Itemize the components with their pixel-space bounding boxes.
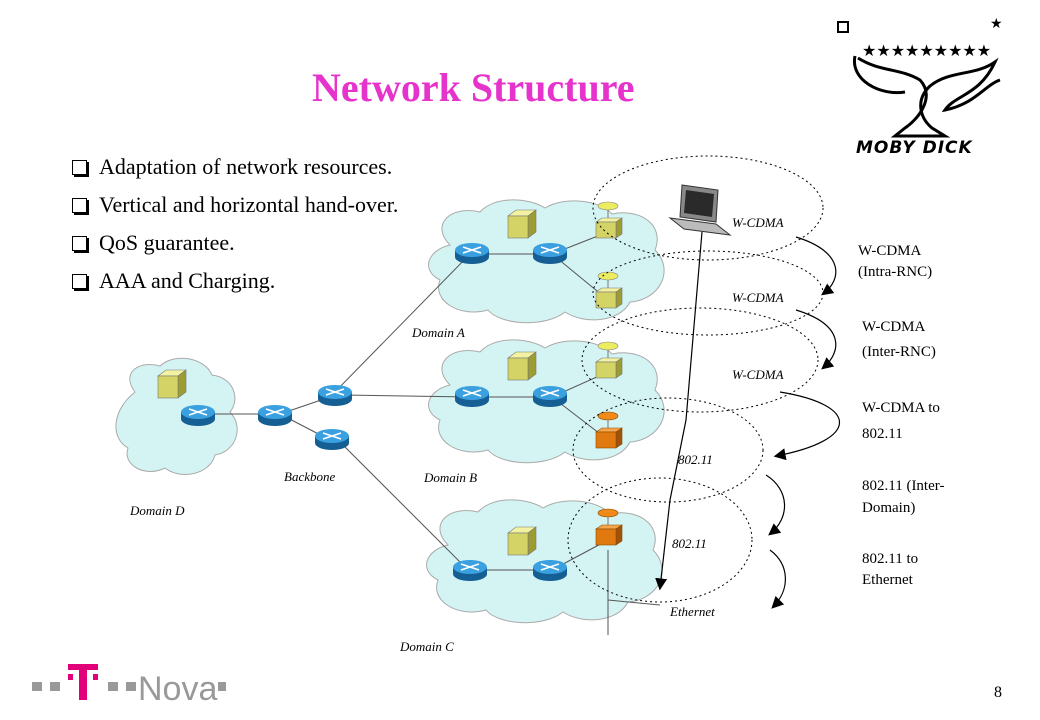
svg-text:W-CDMA: W-CDMA [858,243,922,259]
moby-dick-logo: ★★★★★★★★★ ★ [837,16,1003,138]
cell-label: Ethernet [669,604,715,619]
server-box-icon [507,209,537,239]
router-icon [454,385,490,408]
router-icon [532,385,568,408]
checkbox-bullet-icon [72,273,87,289]
handover-arrows [765,236,840,609]
cell-label: W-CDMA [732,290,784,305]
cell-label: W-CDMA [732,215,784,230]
cell-label: W-CDMA [732,367,784,382]
server-box-icon [507,351,537,381]
svg-text:(Inter-RNC): (Inter-RNC) [862,344,936,360]
router-icon [180,404,216,427]
svg-text:(Intra-RNC): (Intra-RNC) [858,264,932,280]
tnova-dots-icon [32,682,136,691]
svg-text:802.11: 802.11 [862,426,903,442]
wcdma-antenna-icon [595,201,623,239]
domain-c-label: Domain C [399,639,454,654]
svg-text:Ethernet: Ethernet [862,572,914,588]
cell-label: 802.11 [678,452,713,467]
backbone-label: Backbone [284,469,335,484]
bullet-item: Adaptation of network resources. [72,148,398,186]
router-icon [454,242,490,265]
bullet-item: AAA and Charging. [72,262,398,300]
bullet-item: QoS guarantee. [72,224,398,262]
handover-labels: W-CDMA (Intra-RNC) W-CDMA (Inter-RNC) W-… [858,243,944,588]
svg-text:802.11 to: 802.11 to [862,551,918,567]
wcdma-antenna-icon [595,341,623,379]
checkbox-bullet-icon [72,235,87,251]
domain-b-label: Domain B [423,470,477,485]
moby-dick-logo-text: MOBY DICK [856,138,973,158]
tnova-dot-icon [218,682,226,691]
svg-text:W-CDMA: W-CDMA [862,319,926,335]
page-number: 8 [994,684,1002,701]
router-icon [532,559,568,582]
bullet-list: Adaptation of network resources. Vertica… [72,148,398,300]
star-icon: ★ [990,16,1003,32]
bullet-item: Vertical and horizontal hand-over. [72,186,398,224]
tnova-logo: Nova [32,664,226,708]
cloud-domain-d [115,357,238,475]
page-title: Network Structure [312,65,635,110]
cell-label: 802.11 [672,536,707,551]
router-icon [314,428,350,451]
server-box-icon [157,369,187,399]
router-icon [317,384,353,407]
cross-icon [837,21,849,33]
domain-d-label: Domain D [129,503,185,518]
svg-text:W-CDMA to: W-CDMA to [862,400,940,416]
laptop-icon [668,184,732,236]
mobility-path [655,231,703,591]
domain-a-label: Domain A [411,325,465,340]
router-icon [532,242,568,265]
stars-icon: ★★★★★★★★★ [862,41,991,60]
server-box-icon [507,526,537,556]
router-icon [257,404,293,427]
telekom-t-icon [68,664,98,700]
svg-text:802.11 (Inter-: 802.11 (Inter- [862,478,944,494]
checkbox-bullet-icon [72,159,87,175]
svg-text:Domain): Domain) [862,500,915,516]
router-icon [452,559,488,582]
nova-wordmark: Nova [138,670,217,708]
checkbox-bullet-icon [72,197,87,213]
